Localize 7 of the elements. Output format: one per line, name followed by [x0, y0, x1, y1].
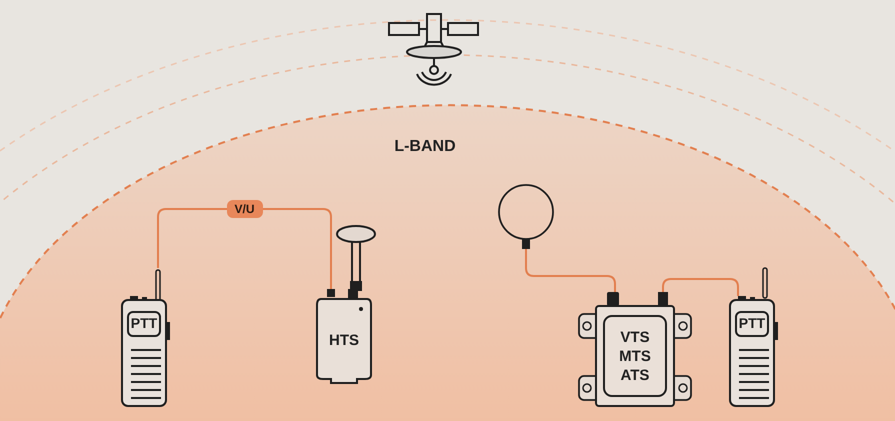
cable-line	[157, 208, 332, 289]
device-label: VTS MTS ATS	[618, 328, 652, 385]
device-label: PTT	[130, 314, 158, 333]
device-label: HTS	[328, 331, 360, 350]
device-label: PTT	[738, 314, 766, 333]
band-label: L-BAND	[393, 137, 457, 157]
edge-label: V/U	[226, 200, 262, 218]
